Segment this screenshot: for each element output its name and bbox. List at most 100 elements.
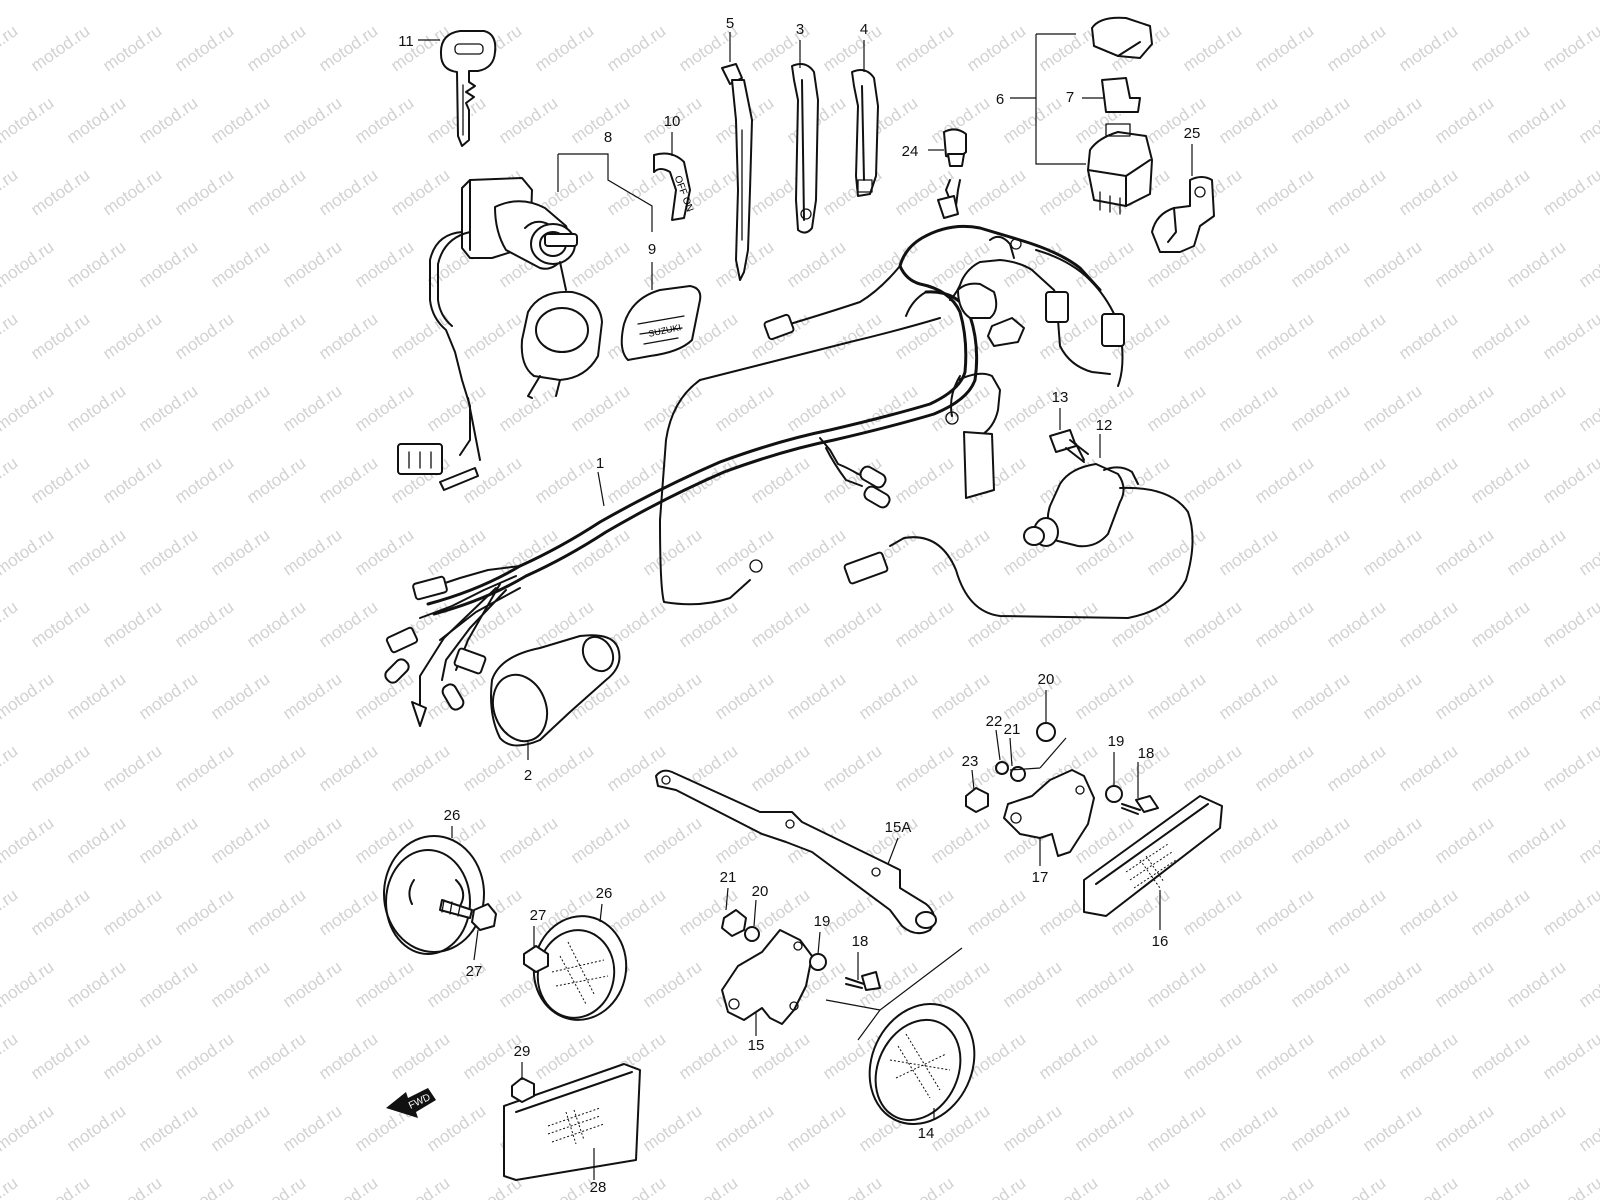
watermark-text: motod.ru	[1431, 381, 1497, 435]
part-clamp-band-3	[791, 63, 819, 234]
watermark-text: motod.ru	[27, 453, 93, 507]
watermark-text: motod.ru	[639, 525, 705, 579]
watermark-text: motod.ru	[315, 21, 381, 75]
watermark-text: motod.ru	[207, 669, 273, 723]
watermark-text: motod.ru	[1287, 957, 1353, 1011]
watermark-text: motod.ru	[171, 1029, 237, 1083]
watermark-text: motod.ru	[1503, 1101, 1569, 1155]
watermark-text: motod.ru	[1431, 525, 1497, 579]
watermark-text: motod.ru	[63, 525, 129, 579]
watermark-text: motod.ru	[1251, 741, 1317, 795]
watermark-text: motod.ru	[279, 237, 345, 291]
part-ignition-cover: SUZUKI	[520, 285, 702, 399]
watermark-text: motod.ru	[1215, 813, 1281, 867]
callout-22: 22	[986, 713, 1003, 730]
callout-16: 16	[1152, 933, 1169, 950]
watermark-text: motod.ru	[1323, 1173, 1389, 1200]
watermark-text: motod.ru	[1179, 453, 1245, 507]
watermark-text: motod.ru	[27, 309, 93, 363]
watermark-text: motod.ru	[747, 1173, 813, 1200]
watermark-text: motod.ru	[351, 525, 417, 579]
watermark-text: motod.ru	[819, 1173, 885, 1200]
watermark-text: motod.ru	[1071, 0, 1137, 3]
watermark-text: motod.ru	[63, 381, 129, 435]
watermark-text: motod.ru	[747, 741, 813, 795]
callout-20a: 20	[1038, 671, 1055, 688]
watermark-text: motod.ru	[1287, 669, 1353, 723]
watermark-text: motod.ru	[891, 21, 957, 75]
watermark-text: motod.ru	[1539, 741, 1600, 795]
callout-8: 8	[604, 129, 612, 146]
watermark-text: motod.ru	[567, 381, 633, 435]
watermark-text: motod.ru	[1251, 1173, 1317, 1200]
part-bracket-17	[965, 722, 1159, 857]
part-switch-label: OFF ON	[653, 152, 695, 221]
watermark-text: motod.ru	[1395, 165, 1461, 219]
watermark-text: motod.ru	[1143, 957, 1209, 1011]
watermark-text: motod.ru	[171, 165, 237, 219]
watermark-text: motod.ru	[459, 741, 525, 795]
watermark-text: motod.ru	[1251, 21, 1317, 75]
watermark-text: motod.ru	[207, 93, 273, 147]
watermark-text: motod.ru	[99, 453, 165, 507]
watermark-text: motod.ru	[243, 453, 309, 507]
watermark-text: motod.ru	[1575, 237, 1600, 291]
watermark-text: motod.ru	[135, 1101, 201, 1155]
watermark-text: motod.ru	[27, 21, 93, 75]
watermark-text: motod.ru	[1035, 597, 1101, 651]
watermark-text: motod.ru	[0, 165, 21, 219]
watermark-text: motod.ru	[1503, 237, 1569, 291]
watermark-text: motod.ru	[63, 1101, 129, 1155]
watermark-text: motod.ru	[1287, 813, 1353, 867]
watermark-text: motod.ru	[1359, 813, 1425, 867]
watermark-text: motod.ru	[1539, 885, 1600, 939]
callout-25: 25	[1184, 125, 1201, 142]
watermark-text: motod.ru	[351, 957, 417, 1011]
watermark-text: motod.ru	[0, 741, 21, 795]
watermark-text: motod.ru	[891, 453, 957, 507]
part-boot	[490, 634, 621, 747]
watermark-text: motod.ru	[927, 525, 993, 579]
watermark-text: motod.ru	[243, 165, 309, 219]
watermark-text: motod.ru	[243, 885, 309, 939]
watermark-text: motod.ru	[207, 0, 273, 3]
watermark-text: motod.ru	[1179, 21, 1245, 75]
watermark-text: motod.ru	[783, 1101, 849, 1155]
watermark-text: motod.ru	[639, 957, 705, 1011]
watermark-text: motod.ru	[1467, 885, 1533, 939]
watermark-text: motod.ru	[0, 525, 57, 579]
watermark-text: motod.ru	[927, 669, 993, 723]
watermark-text: motod.ru	[1179, 741, 1245, 795]
watermark-text: motod.ru	[963, 597, 1029, 651]
callout-26a: 26	[444, 807, 461, 824]
watermark-text: motod.ru	[1359, 0, 1425, 3]
watermark-text: motod.ru	[495, 93, 561, 147]
watermark-text: motod.ru	[1215, 957, 1281, 1011]
watermark-text: motod.ru	[135, 813, 201, 867]
watermark-text: motod.ru	[171, 453, 237, 507]
watermark-text: motod.ru	[315, 165, 381, 219]
watermark-text: motod.ru	[711, 0, 777, 3]
watermark-text: motod.ru	[1359, 669, 1425, 723]
watermark-text: motod.ru	[1143, 0, 1209, 3]
watermark-text: motod.ru	[243, 597, 309, 651]
watermark-text: motod.ru	[1179, 885, 1245, 939]
watermark-text: motod.ru	[675, 1173, 741, 1200]
watermark-text: motod.ru	[999, 0, 1065, 3]
watermark-text: motod.ru	[567, 525, 633, 579]
part-wiring-harness	[384, 224, 1125, 727]
watermark-text: motod.ru	[1359, 93, 1425, 147]
watermark-text: motod.ru	[0, 1101, 57, 1155]
watermark-text: motod.ru	[1071, 669, 1137, 723]
watermark-text: motod.ru	[207, 525, 273, 579]
callout-5: 5	[726, 15, 734, 32]
watermark-text: motod.ru	[0, 669, 57, 723]
watermark-text: motod.ru	[63, 237, 129, 291]
watermark-text: motod.ru	[27, 165, 93, 219]
watermark-text: motod.ru	[1359, 1101, 1425, 1155]
watermark-text: motod.ru	[351, 0, 417, 3]
watermark-text: motod.ru	[1287, 0, 1353, 3]
watermark-text: motod.ru	[1575, 381, 1600, 435]
watermark-text: motod.ru	[1179, 597, 1245, 651]
watermark-text: motod.ru	[963, 165, 1029, 219]
